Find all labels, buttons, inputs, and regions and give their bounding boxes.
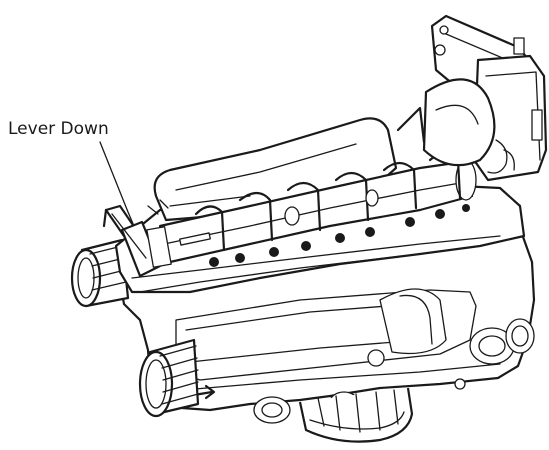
valve-body xyxy=(118,210,536,443)
front-inlet-fitting xyxy=(138,338,200,418)
leader-line xyxy=(99,141,135,227)
lever-down-callout: Lever Down xyxy=(8,119,109,139)
bypass-lever xyxy=(102,204,172,278)
camshaft xyxy=(158,151,477,267)
drive-housing xyxy=(396,14,548,182)
rear-inlet-fitting xyxy=(70,238,130,308)
